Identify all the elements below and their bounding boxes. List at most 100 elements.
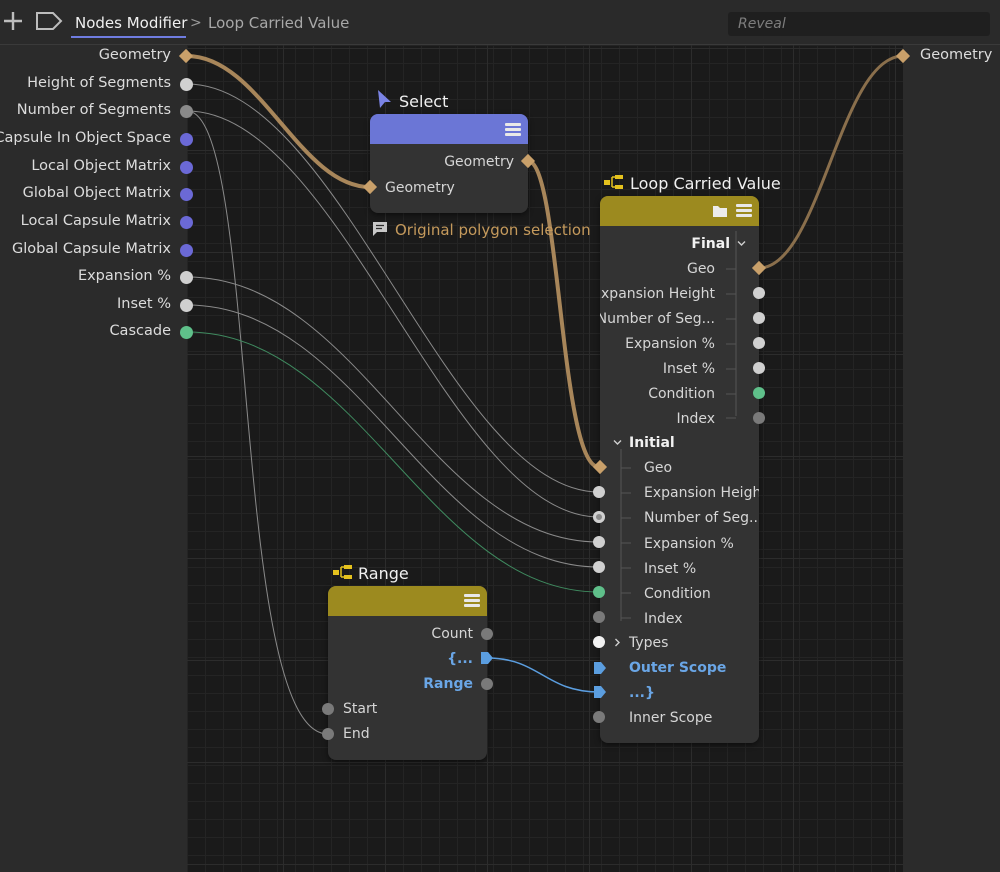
input-label-cascade: Cascade xyxy=(109,323,171,339)
input-label-capsule-in-object-space: Capsule In Object Space xyxy=(0,130,171,146)
final-socket-inset[interactable] xyxy=(753,362,765,374)
folder-icon[interactable] xyxy=(712,204,728,218)
initial-socket-index[interactable] xyxy=(593,611,605,623)
range-output-range: Range xyxy=(423,676,473,692)
range-input-end: End xyxy=(343,726,370,742)
final-socket-condition[interactable] xyxy=(753,387,765,399)
input-socket-local-capsule-matrix[interactable] xyxy=(180,216,193,229)
initial-socket-expansion[interactable] xyxy=(593,536,605,548)
inner-scope-socket[interactable] xyxy=(593,711,605,723)
input-label-geometry: Geometry xyxy=(98,47,171,63)
input-socket-global-object-matrix[interactable] xyxy=(180,188,193,201)
range-node-type-icon xyxy=(333,565,352,579)
chevron-right-icon[interactable] xyxy=(614,638,621,647)
breadcrumb-loop-carried-value[interactable]: Loop Carried Value xyxy=(208,14,350,32)
add-icon[interactable] xyxy=(2,10,24,32)
final-port-condition: Condition xyxy=(648,386,715,402)
final-port-expansion-height: Expansion Height xyxy=(600,286,715,302)
final-port-geo: Geo xyxy=(686,261,715,277)
initial-port-index: Index xyxy=(644,611,683,627)
select-cursor-icon xyxy=(378,90,391,108)
range-socket-start[interactable] xyxy=(322,703,334,715)
types-socket[interactable] xyxy=(593,636,605,648)
range-node-title: Range xyxy=(358,564,409,583)
types-label[interactable]: Types xyxy=(629,635,669,651)
input-label-local-object-matrix: Local Object Matrix xyxy=(31,158,171,174)
range-node-header[interactable] xyxy=(328,586,487,616)
final-socket-expansion[interactable] xyxy=(753,337,765,349)
loop-node-title: Loop Carried Value xyxy=(630,174,781,193)
initial-port-condition: Condition xyxy=(644,586,711,602)
input-label-expansion: Expansion % xyxy=(77,268,171,284)
scope-close-socket[interactable] xyxy=(593,685,607,699)
input-label-global-capsule-matrix: Global Capsule Matrix xyxy=(11,241,171,257)
select-node-title: Select xyxy=(399,92,449,111)
final-port-index: Index xyxy=(676,411,715,427)
initial-port-inset: Inset % xyxy=(644,561,697,577)
range-socket-scope-open[interactable] xyxy=(480,651,494,665)
range-node-menu-icon[interactable] xyxy=(464,594,480,608)
input-socket-expansion[interactable] xyxy=(180,271,193,284)
scope-close-label: ...} xyxy=(629,685,655,701)
loop-node-type-icon xyxy=(604,175,623,189)
outer-scope-socket[interactable] xyxy=(593,661,607,675)
initial-port-geo: Geo xyxy=(644,460,673,476)
outer-scope-label: Outer Scope xyxy=(629,660,727,676)
group-outputs-panel xyxy=(903,45,1000,872)
breadcrumb-nodes-modifier[interactable]: Nodes Modifier xyxy=(75,14,188,32)
final-socket-number-of-segments[interactable] xyxy=(753,312,765,324)
select-node[interactable]: Geometry Geometry xyxy=(370,114,528,213)
final-group-label[interactable]: Final xyxy=(691,236,730,252)
input-socket-number-of-segments[interactable] xyxy=(180,105,193,118)
final-socket-expansion-height[interactable] xyxy=(753,287,765,299)
range-node[interactable]: Count {... Range Start End xyxy=(328,586,487,760)
group-inputs-panel xyxy=(0,45,187,872)
input-label-global-object-matrix: Global Object Matrix xyxy=(22,185,171,201)
input-label-height-of-segments: Height of Segments xyxy=(27,75,171,91)
chevron-down-icon[interactable] xyxy=(737,240,746,247)
loop-carried-value-node[interactable]: Final Geo Expansion Height Number of Seg… xyxy=(600,196,759,743)
initial-socket-expansion-height[interactable] xyxy=(593,486,605,498)
select-input-label: Geometry xyxy=(385,180,455,196)
input-socket-capsule-in-object-space[interactable] xyxy=(180,133,193,146)
chevron-down-icon[interactable] xyxy=(613,439,622,446)
range-socket-count[interactable] xyxy=(481,628,493,640)
initial-socket-number-of-segments[interactable] xyxy=(593,511,605,523)
select-node-menu-icon[interactable] xyxy=(505,123,521,137)
initial-port-expansion-height: Expansion Height xyxy=(644,485,759,501)
range-socket-end[interactable] xyxy=(322,728,334,740)
input-socket-global-capsule-matrix[interactable] xyxy=(180,244,193,257)
initial-port-expansion: Expansion % xyxy=(644,536,734,552)
tag-icon[interactable] xyxy=(35,10,63,32)
comment-icon xyxy=(373,222,387,236)
input-socket-inset[interactable] xyxy=(180,299,193,312)
initial-port-number-of-segments: Number of Seg... xyxy=(644,510,759,526)
loop-node-header[interactable] xyxy=(600,196,759,226)
final-port-expansion: Expansion % xyxy=(625,336,715,352)
initial-socket-inset[interactable] xyxy=(593,561,605,573)
final-port-inset: Inset % xyxy=(662,361,715,377)
loop-node-menu-icon[interactable] xyxy=(736,204,752,218)
range-socket-range[interactable] xyxy=(481,678,493,690)
final-port-number-of-segments: Number of Seg... xyxy=(600,311,715,327)
inner-scope-label: Inner Scope xyxy=(629,710,713,726)
input-label-number-of-segments: Number of Segments xyxy=(16,102,171,118)
output-label-geometry: Geometry xyxy=(920,47,993,63)
input-label-inset: Inset % xyxy=(116,296,171,312)
breadcrumb-separator: > xyxy=(190,15,202,31)
range-input-start: Start xyxy=(343,701,378,717)
active-breadcrumb-indicator xyxy=(71,36,186,38)
final-tree-lines xyxy=(620,231,737,621)
reveal-search-input[interactable] xyxy=(728,12,990,36)
range-output-count: Count xyxy=(431,626,473,642)
select-comment: Original polygon selection xyxy=(395,221,591,239)
final-socket-index[interactable] xyxy=(753,412,765,424)
initial-group-label[interactable]: Initial xyxy=(629,435,675,451)
input-label-local-capsule-matrix: Local Capsule Matrix xyxy=(20,213,171,229)
select-node-header[interactable] xyxy=(370,114,528,144)
input-socket-local-object-matrix[interactable] xyxy=(180,161,193,174)
input-socket-cascade[interactable] xyxy=(180,326,193,339)
range-output-scope-open: {... xyxy=(447,651,473,667)
initial-socket-condition[interactable] xyxy=(593,586,605,598)
input-socket-height-of-segments[interactable] xyxy=(180,78,193,91)
